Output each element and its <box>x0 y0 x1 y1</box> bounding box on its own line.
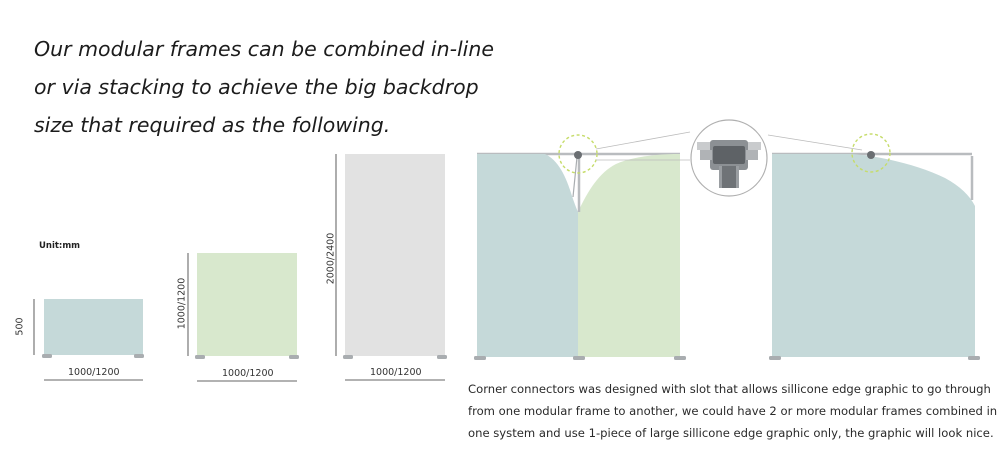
frame-medium <box>187 253 299 382</box>
connector-left-dot <box>574 151 582 159</box>
combined-frames-inline <box>474 134 686 360</box>
connector-right-dot <box>867 151 875 159</box>
combined-panel-green <box>578 154 680 357</box>
frame-medium-foot-right <box>289 355 299 359</box>
headline-line-1: Our modular frames can be combined in-li… <box>34 37 494 61</box>
description: Corner connectors was designed with slot… <box>468 378 998 444</box>
headline-line-2: or via stacking to achieve the big backd… <box>34 75 479 99</box>
connector-highlight-left <box>558 134 598 174</box>
large-panel-teal <box>772 154 975 357</box>
combined-frame-large <box>769 133 980 360</box>
frame-medium-height-label: 1000/1200 <box>176 277 188 330</box>
zoom-connector-detail <box>690 119 768 197</box>
frame-tall-foot-left <box>343 355 353 359</box>
frame-small-panel <box>44 299 143 355</box>
connector-highlight-right <box>851 133 891 173</box>
frame-small-height-label: 500 <box>14 317 26 336</box>
frame-small-width-label: 1000/1200 <box>68 367 120 378</box>
description-line-3: one system and use 1-piece of large sill… <box>468 426 994 440</box>
frame-tall-height-label: 2000/2400 <box>325 232 337 285</box>
frame-medium-foot-left <box>195 355 205 359</box>
combined-panel-teal <box>477 154 578 357</box>
headline-line-3: size that required as the following. <box>34 113 391 137</box>
frame-tall-foot-right <box>437 355 447 359</box>
frame-tall-width-label: 1000/1200 <box>370 367 422 378</box>
frame-small-foot-right <box>134 354 144 358</box>
frame-tall <box>335 154 447 381</box>
frame-medium-panel <box>197 253 297 356</box>
description-line-1: Corner connectors was designed with slot… <box>468 382 991 396</box>
description-line-2: from one modular frame to another, we co… <box>468 404 998 418</box>
frame-tall-panel <box>345 154 445 356</box>
zoom-pointer-lines <box>595 131 863 161</box>
frame-small-foot-left <box>42 354 52 358</box>
frame-medium-width-label: 1000/1200 <box>222 368 274 379</box>
headline: Our modular frames can be combined in-li… <box>34 30 504 144</box>
unit-label: Unit:mm <box>39 241 81 251</box>
frame-small <box>33 299 144 381</box>
